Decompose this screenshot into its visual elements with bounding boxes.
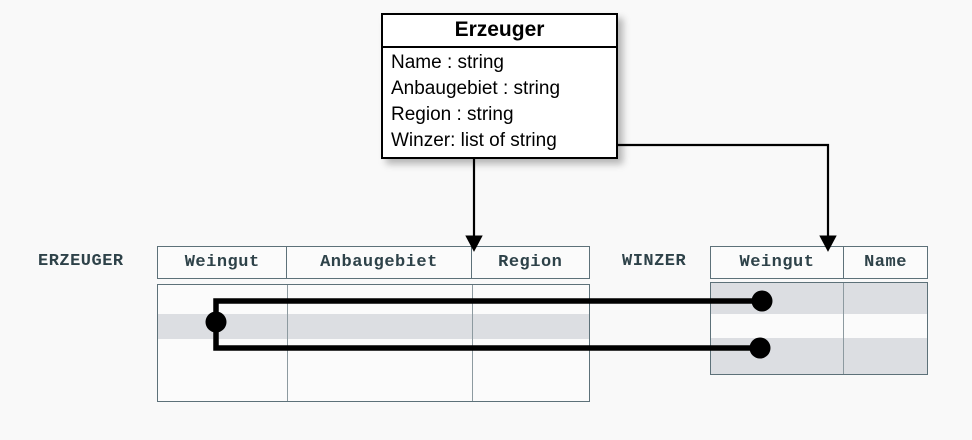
uml-attribute-list: Name : string Anbaugebiet : string Regio… — [383, 48, 616, 157]
table-cell — [844, 338, 927, 374]
uml-class-title: Erzeuger — [383, 15, 616, 48]
table-cell — [158, 339, 288, 371]
table-cell — [288, 285, 473, 314]
table-cell — [711, 314, 844, 338]
arrow-winzer-to-winzer-table — [601, 143, 837, 252]
table-label-erzeuger: ERZEUGER — [38, 252, 124, 271]
uml-attribute-winzer: Winzer: list of string — [391, 130, 557, 151]
table-cell — [158, 371, 288, 401]
table-cell — [288, 371, 473, 401]
column-header-weingut: Weingut — [711, 247, 844, 278]
uml-attribute-anbaugebiet: Anbaugebiet : string — [391, 78, 561, 99]
column-header-name: Name — [864, 253, 907, 272]
column-header-region: Region — [498, 253, 563, 272]
table-row[interactable] — [711, 338, 927, 374]
table-cell — [473, 285, 589, 314]
table-body-erzeuger — [157, 284, 590, 402]
table-row[interactable] — [711, 314, 927, 338]
table-cell — [473, 371, 589, 401]
table-label-winzer: WINZER — [622, 252, 687, 271]
table-header-erzeuger: Weingut Anbaugebiet Region — [157, 246, 590, 279]
table-cell — [844, 283, 927, 314]
uml-attribute-region: Region : string — [391, 104, 514, 125]
table-cell — [844, 314, 927, 338]
uml-class-box-erzeuger: Erzeuger Name : string Anbaugebiet : str… — [381, 13, 618, 159]
uml-attribute-name: Name : string — [391, 52, 504, 73]
table-cell — [288, 314, 473, 339]
table-row[interactable] — [711, 283, 927, 314]
column-header-anbaugebiet: Anbaugebiet — [287, 247, 472, 278]
table-cell — [711, 283, 844, 314]
table-row[interactable] — [158, 314, 589, 339]
table-row[interactable] — [158, 371, 589, 401]
table-row[interactable] — [158, 339, 589, 371]
table-body-winzer — [710, 282, 928, 375]
column-header-weingut: Weingut — [158, 247, 288, 278]
table-header-winzer: Weingut Name — [710, 246, 928, 279]
table-cell — [473, 314, 589, 339]
table-cell — [158, 285, 288, 314]
table-row[interactable] — [158, 285, 589, 314]
table-cell — [711, 338, 844, 374]
table-cell — [158, 314, 288, 339]
table-cell — [473, 339, 589, 371]
table-cell — [288, 339, 473, 371]
